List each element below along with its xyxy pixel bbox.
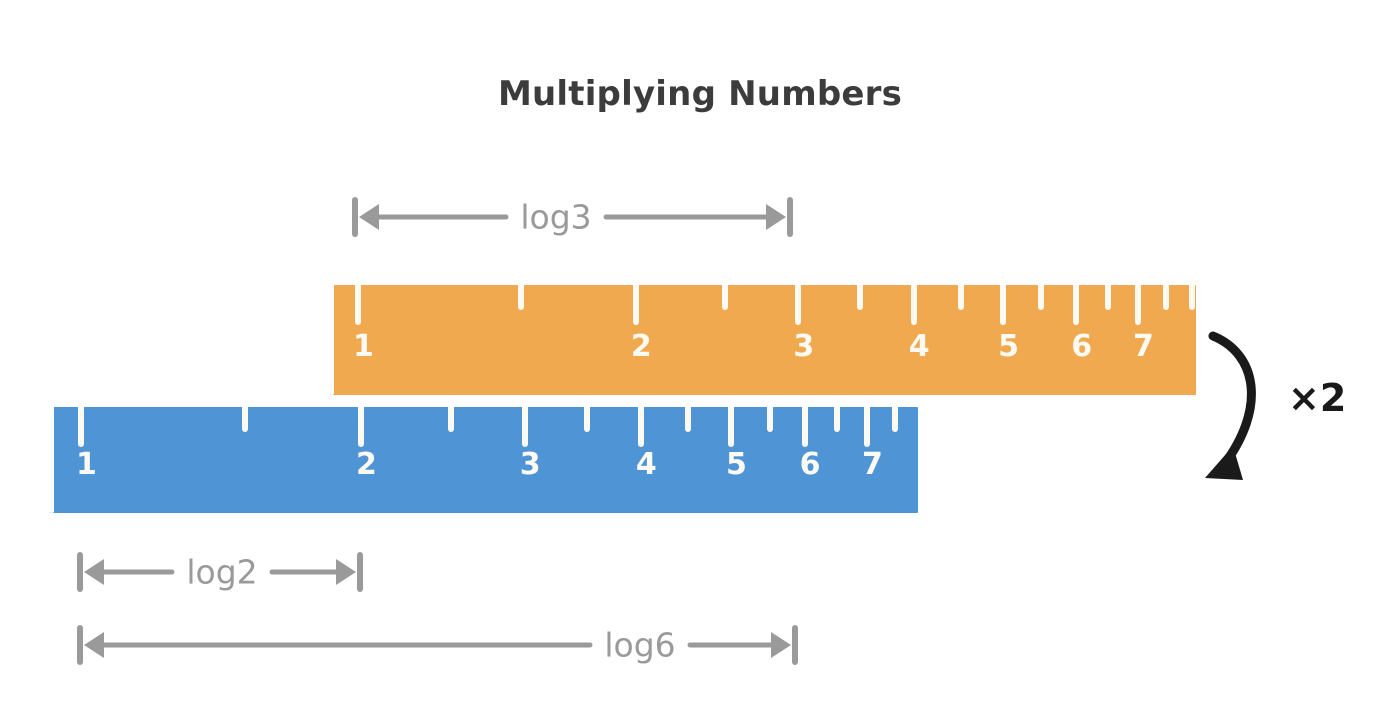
- ruler-major-tick: [357, 407, 364, 447]
- ruler-minor-tick: [583, 407, 590, 432]
- log3-dimension-line: log3: [325, 187, 820, 247]
- ruler-tick-label: 4: [908, 329, 930, 364]
- ruler-tick-label: 7: [1133, 329, 1154, 364]
- ruler-tick-label: 3: [793, 329, 815, 364]
- ruler-tick-label: 2: [355, 447, 377, 482]
- ruler-major-tick: [863, 407, 870, 447]
- ruler-tick-label: 5: [998, 329, 1020, 364]
- ruler-minor-tick: [722, 285, 729, 310]
- ruler-minor-tick: [1162, 285, 1169, 310]
- ruler-tick-label: 2: [630, 329, 652, 364]
- blue-log-ruler: 1 2 3 4 5 6 7: [50, 407, 918, 513]
- ruler-minor-tick: [766, 407, 773, 432]
- ruler-major-tick: [1000, 285, 1007, 325]
- log2-label: log2: [186, 552, 258, 592]
- ruler-tick-label: 7: [861, 447, 883, 482]
- ruler-tick-label: 4: [635, 447, 657, 482]
- ruler-minor-tick: [448, 407, 455, 432]
- ruler-minor-tick: [891, 407, 898, 432]
- ruler-major-tick: [728, 407, 735, 447]
- ruler-edge-mark: [50, 407, 54, 513]
- orange-ruler-body: [330, 285, 1196, 395]
- log2-dimension-line: log2: [50, 542, 390, 602]
- ruler-major-tick: [1073, 285, 1080, 325]
- ruler-tick-label: 3: [519, 447, 541, 482]
- ruler-minor-tick: [957, 285, 964, 310]
- ruler-tick-label: 6: [799, 447, 821, 482]
- ruler-tick-label: 5: [726, 447, 747, 482]
- ruler-minor-tick: [685, 407, 692, 432]
- dimension-line-graphic: [352, 197, 793, 237]
- ruler-minor-tick: [241, 407, 248, 432]
- page-title: Multiplying Numbers: [497, 74, 903, 114]
- ruler-tick-label: 1: [353, 329, 374, 364]
- ruler-major-tick: [637, 407, 644, 447]
- multiply-by-two-label: ×2: [1288, 376, 1347, 420]
- ruler-major-tick: [801, 407, 808, 447]
- ruler-edge-mark: [330, 285, 334, 395]
- log3-label: log3: [520, 197, 592, 237]
- blue-ruler-body: [50, 407, 918, 513]
- ruler-minor-tick: [857, 285, 864, 310]
- ruler-major-tick: [78, 407, 84, 447]
- ruler-tick-label: 1: [76, 447, 97, 482]
- ruler-major-tick: [632, 285, 639, 325]
- curved-multiply-arrow-icon: [1205, 331, 1256, 480]
- log6-dimension-line: log6: [50, 615, 825, 675]
- ruler-major-tick: [910, 285, 917, 325]
- ruler-major-tick: [355, 285, 361, 325]
- dimension-line-graphic: [77, 625, 798, 665]
- ruler-minor-tick: [1188, 285, 1195, 310]
- ruler-major-tick: [521, 407, 528, 447]
- ruler-tick-label: 6: [1071, 329, 1093, 364]
- ruler-major-tick: [1135, 285, 1142, 325]
- dimension-line-graphic: [77, 552, 363, 592]
- log6-label: log6: [604, 625, 676, 665]
- ruler-minor-tick: [1105, 285, 1112, 310]
- orange-log-ruler: 1 2 3 4 5 6 7: [330, 285, 1196, 395]
- ruler-minor-tick: [1038, 285, 1045, 310]
- ruler-minor-tick: [517, 285, 524, 310]
- ruler-major-tick: [795, 285, 802, 325]
- ruler-minor-tick: [834, 407, 840, 432]
